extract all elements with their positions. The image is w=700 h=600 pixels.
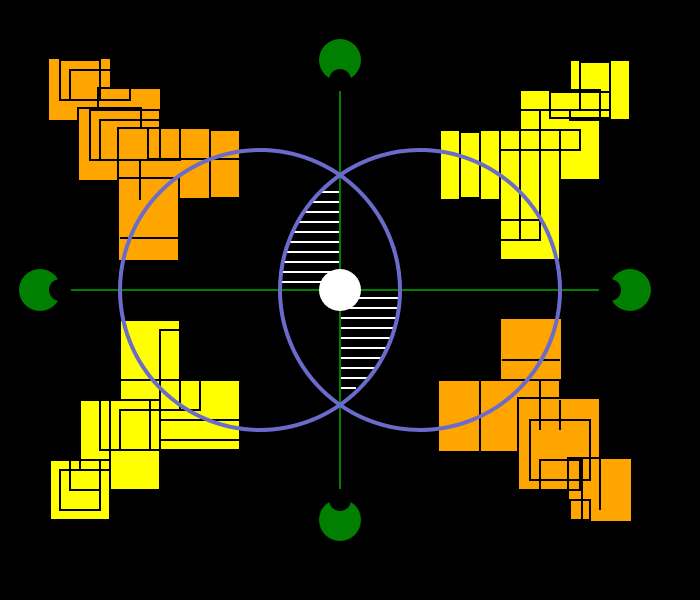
right-circle <box>278 148 562 432</box>
orange-block-cluster-top-left <box>47 57 242 262</box>
green-ring-right-icon <box>599 269 651 311</box>
green-ring-bottom-icon <box>319 489 361 541</box>
green-ring-left-icon <box>19 269 71 311</box>
green-ring-top-icon <box>319 39 361 91</box>
orange-block-cluster-bottom-right <box>437 317 633 523</box>
left-circle <box>118 148 402 432</box>
hatch-lower-right-of-center <box>340 297 400 389</box>
yellow-block-cluster-bottom-left <box>49 319 241 521</box>
yellow-block-cluster-top-right <box>439 59 631 261</box>
center-disc-icon <box>319 269 361 311</box>
